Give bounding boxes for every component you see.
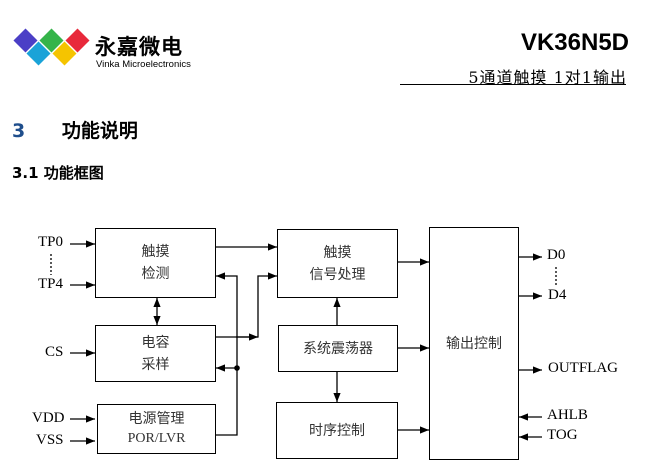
subsection-heading: 3.1 功能框图: [12, 164, 104, 182]
model-number: VK36N5D: [520, 29, 629, 56]
block-touch-detect-line2: 检测: [141, 266, 170, 282]
pin-vss: VSS: [36, 432, 64, 448]
logo-cn-name: 永嘉微电: [95, 35, 183, 59]
block-timing: 时序控制: [276, 402, 398, 459]
block-output-ctrl-label: 输出控制: [446, 335, 502, 352]
pin-outflag: OUTFLAG: [548, 360, 618, 376]
wire-sample-to-signal: [216, 272, 277, 338]
section-title: 功能说明: [61, 120, 138, 142]
block-oscillator: 系统震荡器: [278, 325, 398, 372]
block-output-ctrl: 输出控制: [429, 227, 519, 460]
block-power-line1: 电源管理: [128, 411, 185, 427]
block-signal-proc: 触摸 信号处理: [277, 229, 398, 298]
pin-vdd: VDD: [32, 410, 65, 426]
section-heading: 3 功能说明: [12, 116, 138, 143]
block-signal-proc-line1: 触摸: [323, 244, 352, 261]
logo-en-name: Vinka Microelectronics: [96, 59, 191, 70]
pin-tog: TOG: [547, 427, 578, 443]
pin-cs: CS: [45, 344, 64, 360]
block-power: 电源管理 POR/LVR: [97, 404, 216, 454]
section-number: 3: [12, 120, 26, 142]
block-power-line2: POR/LVR: [127, 431, 186, 446]
pin-d4: D4: [548, 287, 567, 303]
doc-subtitle: 5通道触摸 1对1输出: [468, 68, 627, 87]
block-signal-proc-line2: 信号处理: [309, 266, 366, 283]
junction-dot: [234, 365, 240, 371]
block-oscillator-label: 系统震荡器: [303, 340, 373, 357]
block-cap-sample: 电容 采样: [95, 325, 216, 382]
pin-tp4: TP4: [38, 276, 64, 292]
pin-d0: D0: [547, 247, 566, 263]
block-timing-label: 时序控制: [309, 422, 365, 439]
wire-power-bus: [216, 272, 238, 436]
block-touch-detect: 触摸 检测: [95, 228, 216, 298]
pin-tp0: TP0: [38, 234, 64, 250]
pin-ahlb: AHLB: [547, 407, 588, 423]
header-rule: [400, 84, 626, 85]
block-touch-detect-line1: 触摸: [141, 244, 170, 260]
block-cap-sample-line1: 电容: [141, 334, 170, 351]
block-cap-sample-line2: 采样: [141, 356, 170, 373]
